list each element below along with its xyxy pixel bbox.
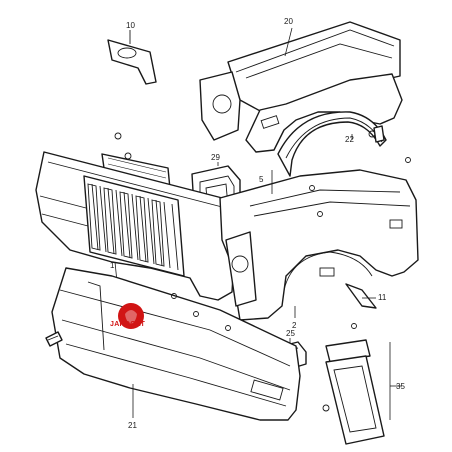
part-5-front-fender [219,169,419,321]
callout-35: 35 [396,382,405,391]
part-20-fender-rail [199,21,403,153]
watermark-text: JAPOCAT [110,321,145,328]
callout-1: 1 [110,261,115,270]
japocat-watermark: JAPOCAT [110,303,145,329]
callout-25: 25 [286,329,295,338]
part-22-arch-flare [277,111,387,177]
watermark-circle [118,303,144,329]
part-10-bracket [107,30,157,85]
callout-2: 2 [292,321,297,330]
part-21-bumper [51,267,301,421]
callout-10: 10 [126,21,135,30]
callout-20: 20 [284,17,293,26]
callout-21: 21 [128,421,137,430]
fasteners [114,125,411,412]
callout-11: 11 [378,293,387,302]
part-35-mud-flap [325,339,402,445]
part-11-clip [345,283,377,309]
callout-29: 29 [211,153,220,162]
callout-5: 5 [259,175,264,184]
callout-22: 22 [345,135,354,144]
direction-arrow-icon [45,331,63,347]
